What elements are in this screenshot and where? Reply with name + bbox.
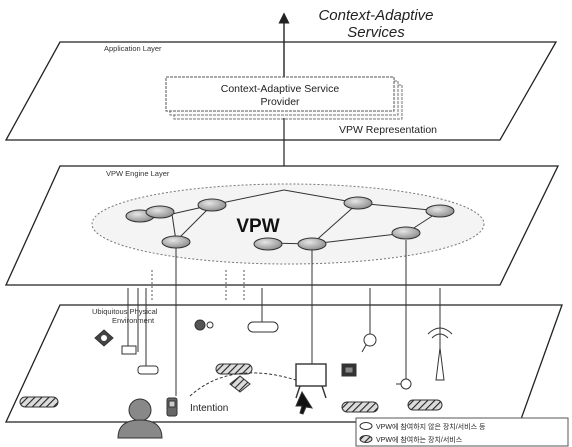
- legend-marker-hatched: [360, 436, 372, 443]
- vpw-node: [392, 227, 420, 239]
- physical-layer-label-line2: Environment: [112, 316, 155, 325]
- legend-marker-plain: [360, 423, 372, 430]
- vpw-region: [92, 184, 484, 264]
- physical-layer-label-line1: Ubiquitous Physical: [92, 307, 158, 316]
- vpw-node: [146, 206, 174, 218]
- user-icon: [129, 399, 151, 421]
- vpw-device-pill: [408, 400, 442, 410]
- device-pill: [248, 322, 278, 332]
- services-title-line1: Context-Adaptive: [318, 7, 433, 24]
- intention-label: Intention: [190, 403, 228, 414]
- vpw-node: [298, 238, 326, 250]
- sensor-icon: [195, 320, 205, 330]
- services-title-line2: Services: [347, 24, 405, 41]
- projection-screen-icon: [296, 364, 326, 386]
- legend-item-1: VPW에 참여하지 않은 장치/서비스 등: [376, 422, 486, 431]
- legend: VPW에 참여하지 않은 장치/서비스 등 VPW에 참여하는 장치/서비스: [356, 418, 568, 446]
- vpw-node: [162, 236, 190, 248]
- vpw-device-pill: [20, 397, 58, 407]
- device-pill: [138, 366, 158, 374]
- provider-label-line1: Context-Adaptive Service: [221, 83, 340, 95]
- engine-layer-label: VPW Engine Layer: [106, 169, 170, 178]
- vpw-device-pill: [342, 402, 378, 412]
- vpw-node: [254, 238, 282, 250]
- vpw-node: [426, 205, 454, 217]
- small-device-icon: [122, 346, 136, 354]
- provider-label-line2: Provider: [260, 96, 300, 108]
- vpw-representation-label: VPW Representation: [339, 124, 437, 136]
- engine-layer: VPW Engine Layer VPW: [6, 166, 558, 285]
- vpw-label: VPW: [236, 216, 279, 237]
- plug-icon: [401, 379, 411, 389]
- vpw-node: [344, 197, 372, 209]
- application-layer-label: Application Layer: [104, 44, 162, 53]
- service-provider-stack: Context-Adaptive Service Provider: [166, 77, 402, 119]
- vpw-node: [198, 199, 226, 211]
- legend-item-2: VPW에 참여하는 장치/서비스: [376, 435, 463, 444]
- probe-icon: [364, 334, 376, 346]
- physical-layer: Ubiquitous Physical Environment: [6, 305, 562, 422]
